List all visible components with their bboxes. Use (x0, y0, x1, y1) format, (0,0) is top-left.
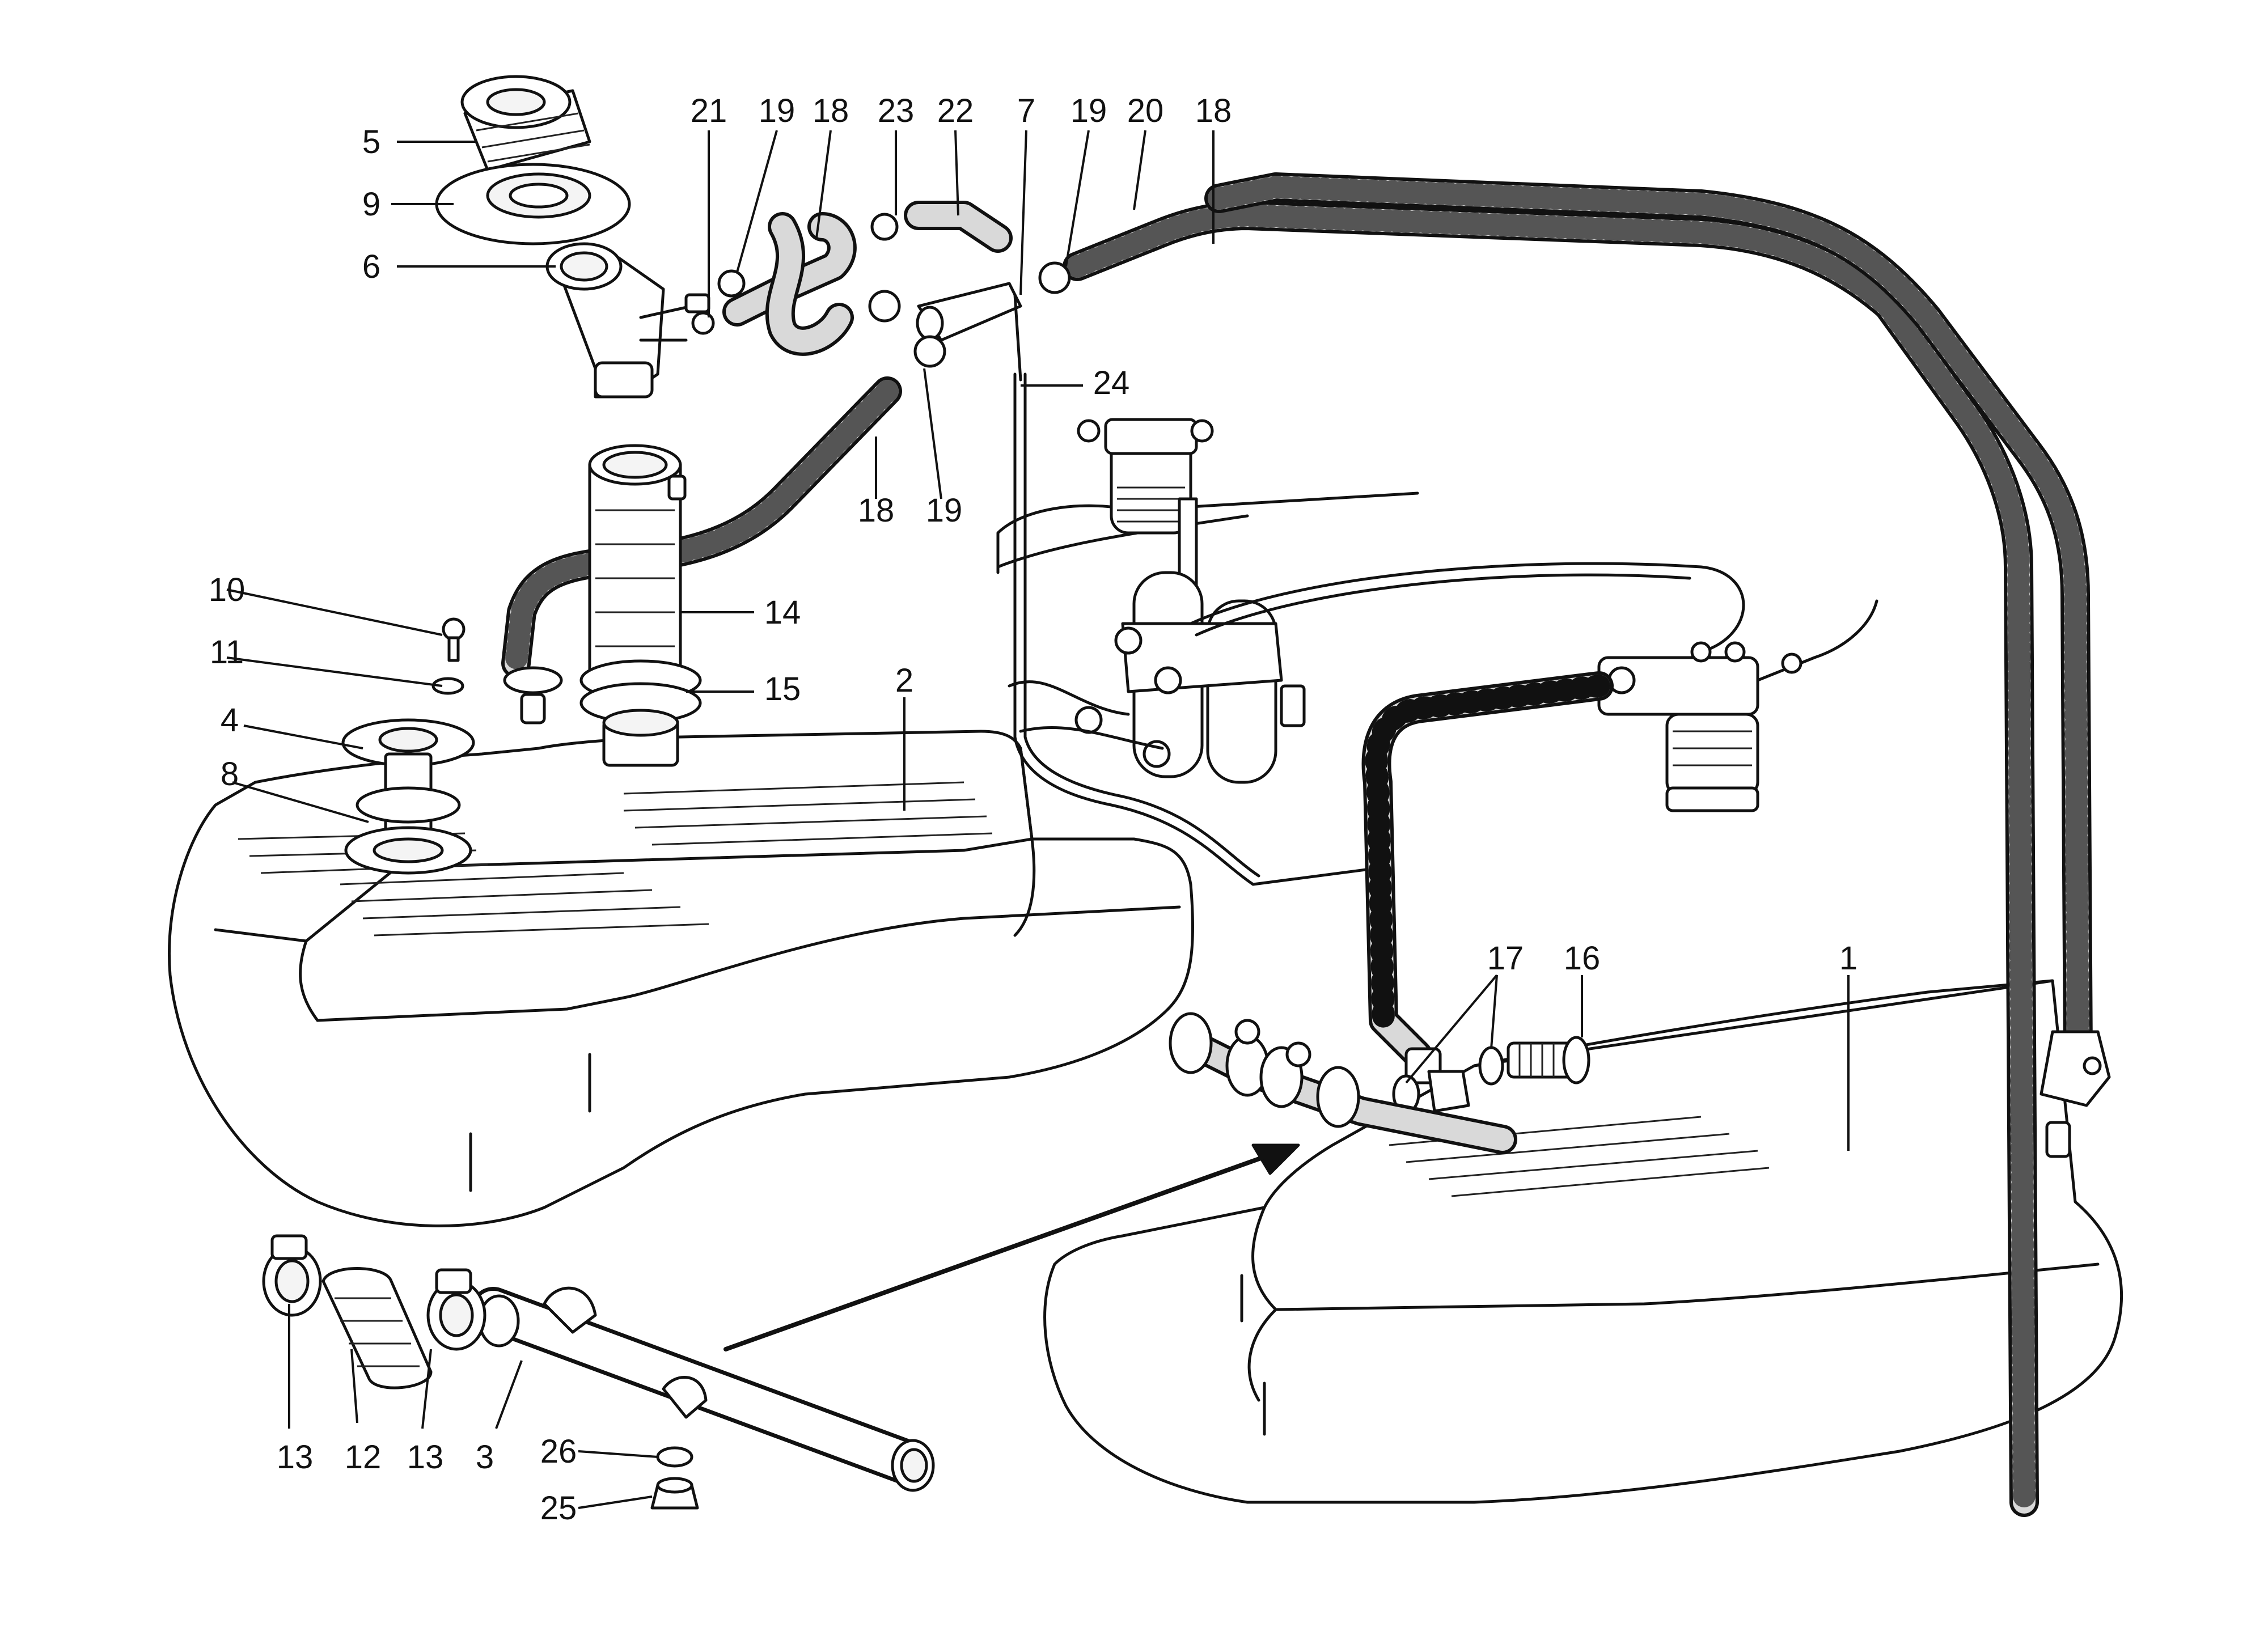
callout-25: 25 (540, 1490, 577, 1527)
callout-18a: 18 (813, 92, 849, 129)
callout-14: 14 (764, 594, 801, 631)
callout-5: 5 (362, 124, 380, 160)
hose-clamps-pair (262, 1234, 486, 1351)
callout-19c: 19 (926, 492, 963, 529)
fuel-pump-assembly (996, 418, 1745, 784)
hose-clamp-small (503, 666, 563, 724)
fuel-gauge-sender (341, 718, 475, 875)
crossover-connector (1169, 1012, 1517, 1154)
callout-labels: 1 2 3 4 5 6 7 8 9 10 11 12 13 13 14 15 1… (209, 92, 1857, 1527)
rubber-sleeve (321, 1267, 433, 1389)
callout-22: 22 (937, 92, 974, 129)
filler-hose (501, 376, 902, 678)
filler-sleeve (588, 444, 687, 683)
assembly-arrow (723, 1143, 1300, 1351)
sleeve-clamp (579, 659, 702, 767)
callout-19b: 19 (1070, 92, 1107, 129)
callout-6: 6 (362, 248, 380, 285)
callout-2: 2 (895, 662, 913, 699)
flexible-fuel-hose (1361, 671, 1614, 1084)
callout-26: 26 (540, 1433, 577, 1470)
drain-plug (650, 1446, 699, 1510)
callout-10: 10 (209, 571, 246, 608)
vent-pipe-overhead (1063, 172, 2111, 1517)
callout-23: 23 (878, 92, 915, 129)
callout-1: 1 (1839, 940, 1857, 977)
callout-7: 7 (1017, 92, 1035, 129)
callout-12: 12 (345, 1439, 382, 1476)
balance-pipe (471, 1286, 935, 1492)
callout-19a: 19 (759, 92, 796, 129)
cap-seal (435, 163, 631, 245)
fuel-tank-left (167, 730, 1195, 1227)
callout-20: 20 (1127, 92, 1164, 129)
callout-15: 15 (764, 671, 801, 707)
callout-24: 24 (1093, 365, 1130, 401)
breather-hoses (691, 201, 1071, 382)
callout-11: 11 (210, 634, 244, 671)
callout-13b: 13 (407, 1439, 444, 1476)
filler-neck (545, 242, 710, 399)
callout-8: 8 (221, 756, 239, 793)
callout-3: 3 (476, 1439, 494, 1476)
callout-13a: 13 (277, 1439, 314, 1476)
fuel-line-thin (1013, 372, 1385, 886)
callout-4: 4 (221, 702, 239, 739)
filler-cap (460, 75, 591, 172)
callout-18c: 18 (858, 492, 895, 529)
callout-21: 21 (691, 92, 727, 129)
sender-screw (431, 617, 466, 695)
callout-17: 17 (1487, 940, 1524, 977)
leader-lines (226, 130, 1850, 1509)
fuel-filter-right (1597, 599, 1878, 812)
callout-16: 16 (1564, 940, 1601, 977)
callout-9: 9 (362, 186, 380, 223)
callout-18b: 18 (1195, 92, 1232, 129)
